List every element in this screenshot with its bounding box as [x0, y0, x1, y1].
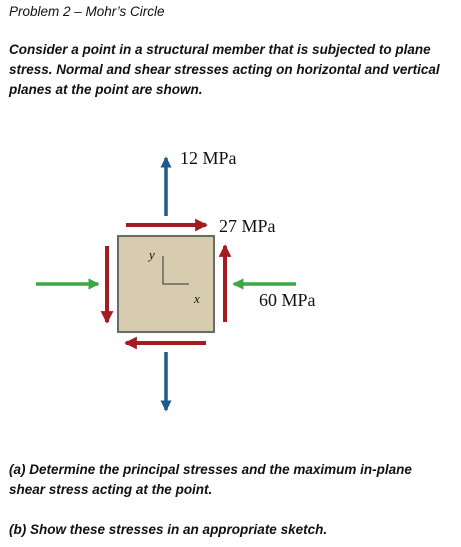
vertical-stress-label: 12 MPa	[180, 148, 237, 168]
question-b: (b) Show these stresses in an appropriat…	[9, 522, 328, 537]
axis-x-label: x	[193, 291, 200, 306]
problem-title: Problem 2 – Mohr’s Circle	[9, 4, 165, 19]
shear-stress-label: 27 MPa	[219, 216, 276, 236]
local-axes	[162, 256, 189, 285]
problem-statement: Consider a point in a structural member …	[9, 42, 440, 97]
horizontal-stress-label: 60 MPa	[259, 290, 316, 310]
question-a-line-2: shear stress acting at the point.	[9, 482, 213, 497]
question-a-line-1: (a) Determine the principal stresses and…	[9, 462, 412, 477]
axis-y-label: y	[147, 247, 155, 262]
